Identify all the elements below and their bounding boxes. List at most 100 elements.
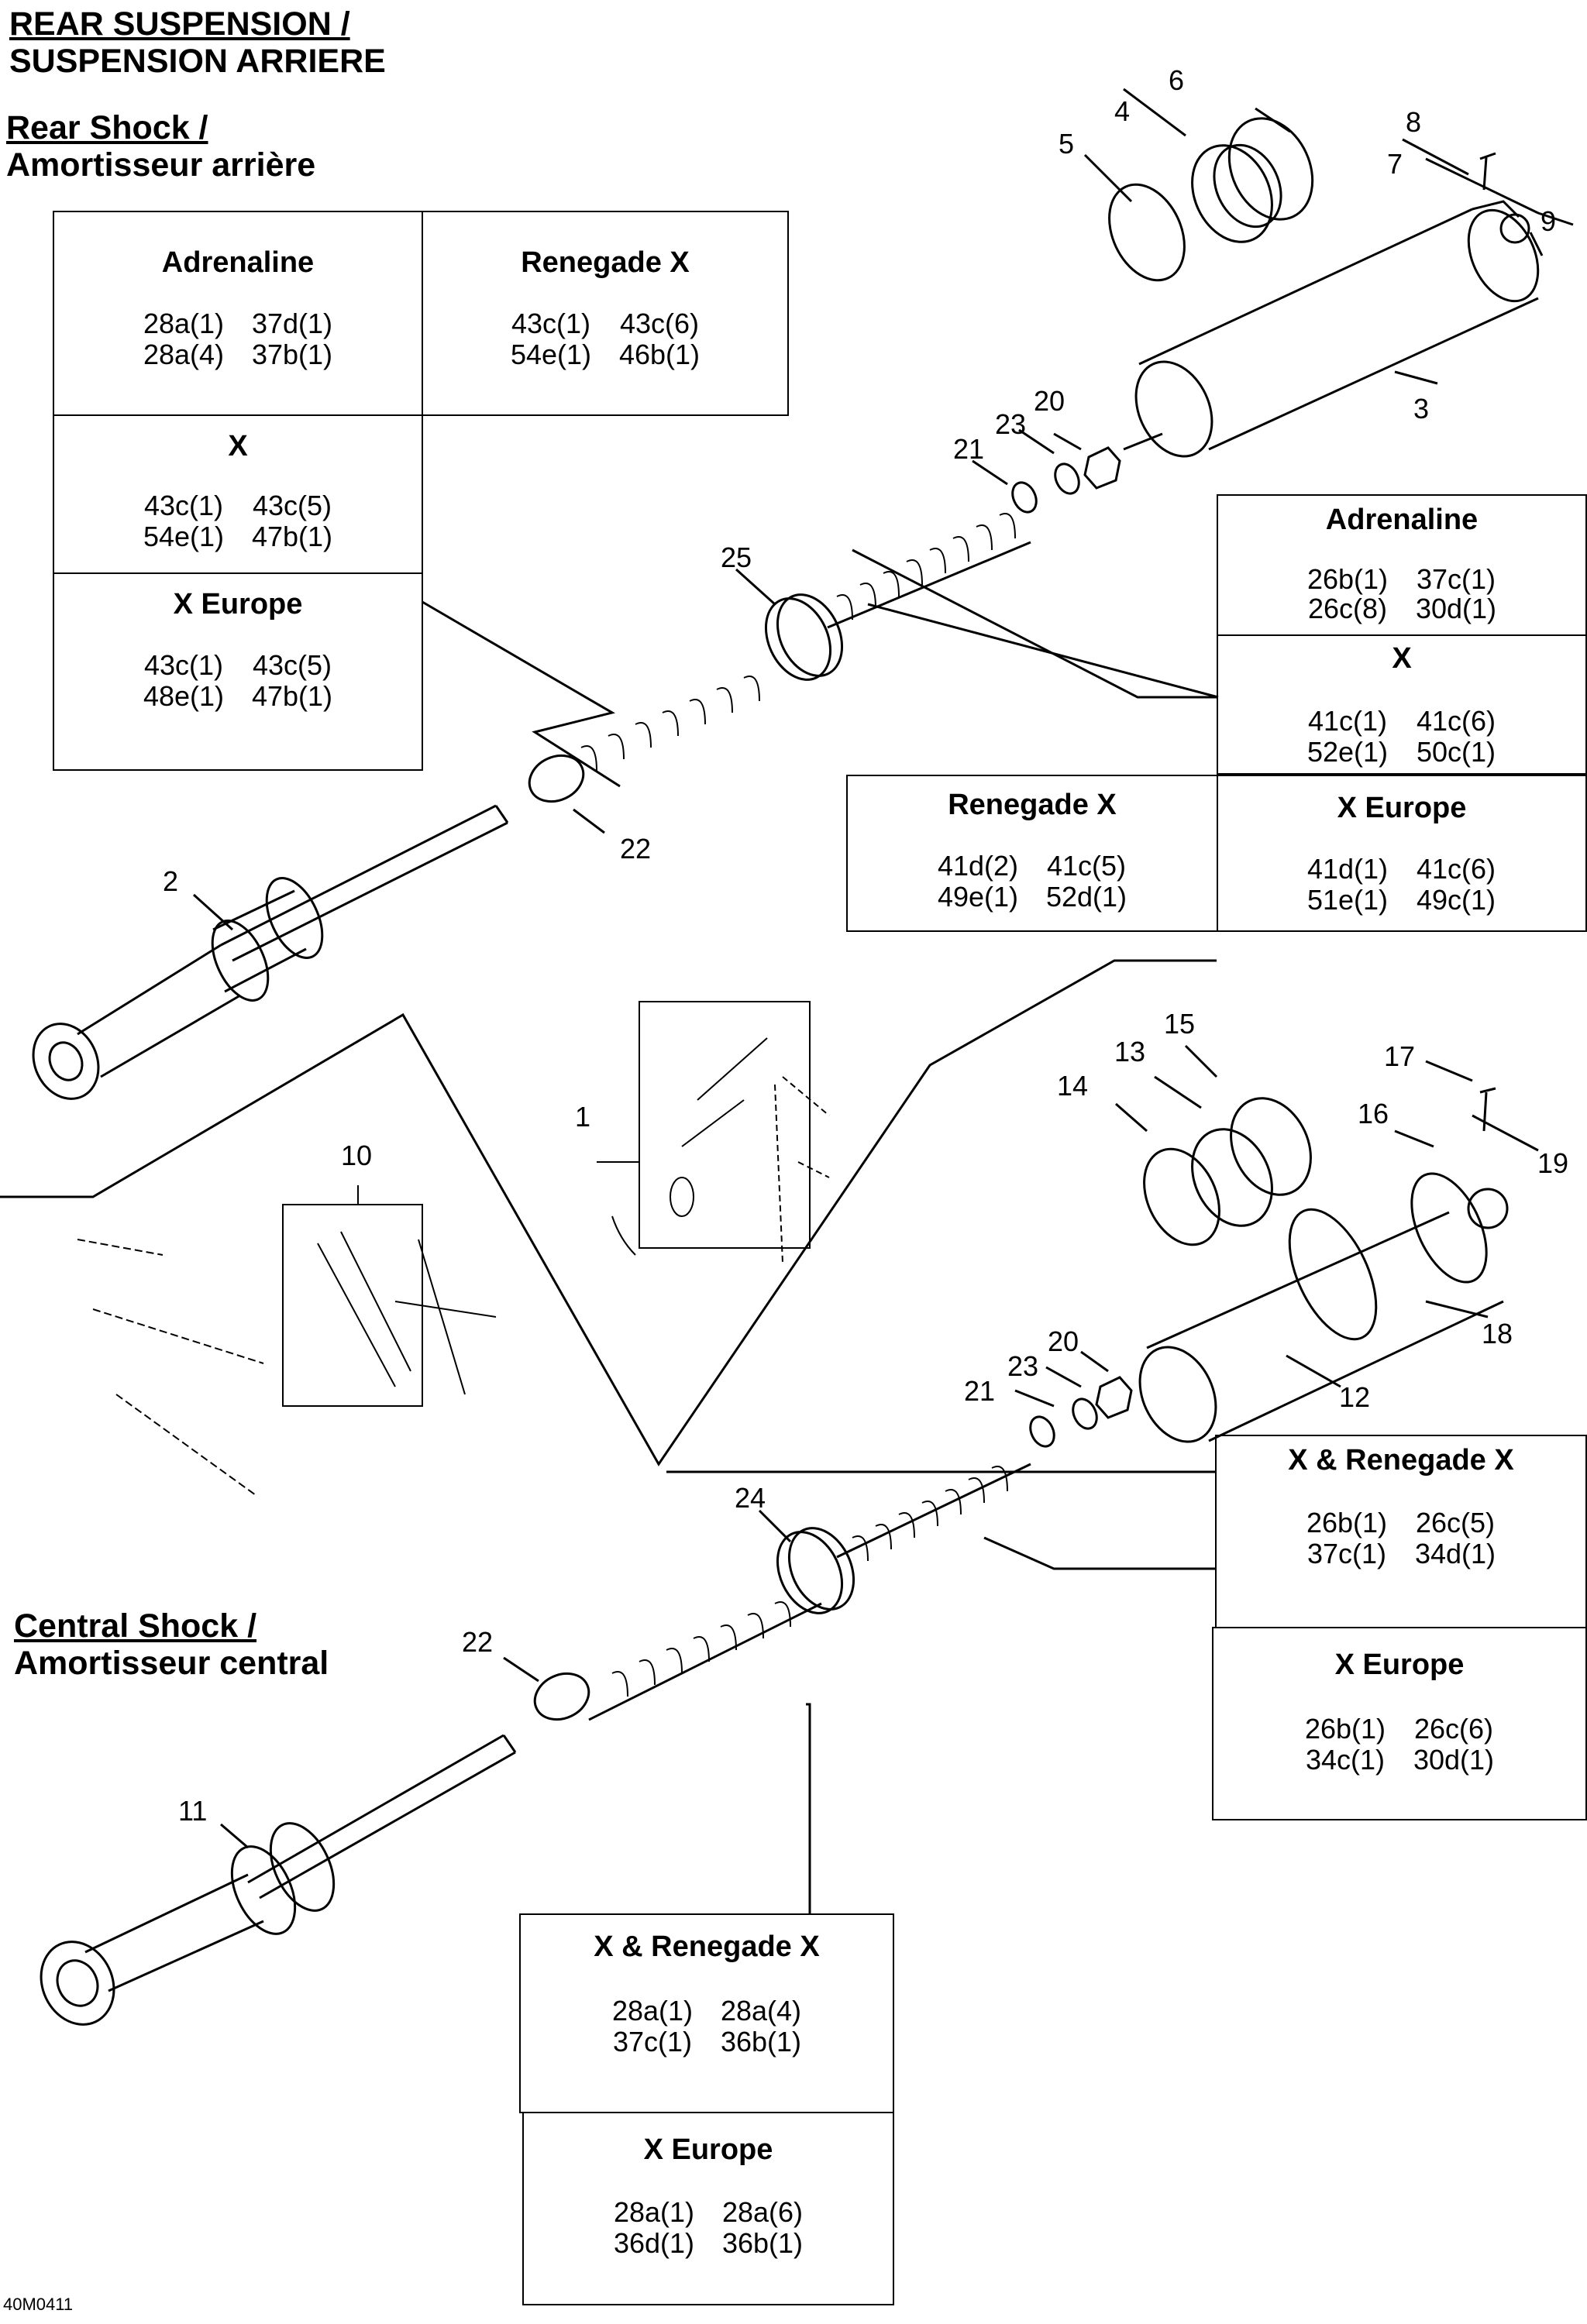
central-shock-heading-line2: Amortisseur central [14, 1645, 329, 1682]
table-rear-renegade-x-2: Renegade X 41d(2) 41c(5) 49e(1) 52d(1) [846, 775, 1218, 932]
table-title: X Europe [1334, 1648, 1465, 1681]
table-rear-adrenaline-2: Adrenaline 26b(1) 37c(1) 26c(8) 30d(1) [1217, 494, 1587, 636]
table-cell: 41d(1) [1306, 853, 1389, 885]
table-cell: 34d(1) [1414, 1538, 1496, 1569]
callout-5: 5 [1059, 128, 1075, 160]
table-rear-x-europe: X Europe 43c(1) 43c(5) 48e(1) 47b(1) [53, 572, 423, 771]
callout-7: 7 [1387, 148, 1403, 180]
table-cell: 47b(1) [251, 680, 333, 712]
table-cell: 37c(1) [1416, 563, 1496, 595]
table-cell: 37d(1) [251, 308, 333, 339]
table-cell: 51e(1) [1306, 884, 1389, 916]
table-cell: 43c(6) [619, 308, 700, 339]
table-cell: 43c(5) [252, 649, 332, 681]
table-cell: 26b(1) [1304, 1713, 1386, 1745]
table-cell: 48e(1) [143, 680, 225, 712]
callout-17: 17 [1384, 1040, 1416, 1072]
table-cell: 28a(6) [721, 2196, 804, 2228]
callout-8: 8 [1406, 106, 1422, 138]
table-cell: 46b(1) [618, 339, 701, 370]
table-cell: 52d(1) [1045, 881, 1127, 913]
table-rear-renegade-x: Renegade X 43c(1) 43c(6) 54e(1) 46b(1) [422, 211, 789, 416]
rear-shock-heading-line2: Amortisseur arrière [6, 146, 316, 184]
table-title: X [228, 430, 248, 462]
callout-21-central: 21 [964, 1375, 996, 1407]
table-cell: 49c(1) [1416, 884, 1496, 916]
table-title: Adrenaline [161, 246, 315, 279]
table-cell: 28a(4) [720, 1995, 802, 2027]
callout-1: 1 [575, 1101, 591, 1133]
table-cell: 49e(1) [937, 881, 1019, 913]
page-title-line2: SUSPENSION ARRIERE [9, 43, 386, 80]
callout-22: 22 [620, 833, 652, 865]
callout-22-central: 22 [462, 1626, 494, 1658]
table-title: X Europe [1337, 792, 1467, 824]
table-cell: 50c(1) [1416, 736, 1496, 768]
table-cell: 26c(5) [1415, 1507, 1496, 1538]
table-cell: 37c(1) [612, 2026, 693, 2058]
callout-9: 9 [1541, 205, 1557, 237]
figure-code: 40M0411 [3, 2295, 74, 2314]
table-cell: 41c(6) [1416, 705, 1496, 737]
table-cell: 26c(8) [1307, 593, 1388, 624]
table-cell: 47b(1) [251, 521, 333, 552]
table-title: X Europe [643, 2133, 773, 2166]
callout-19: 19 [1537, 1147, 1569, 1179]
callout-23-central: 23 [1007, 1350, 1039, 1382]
table-cell: 28a(1) [613, 2196, 695, 2228]
callout-10: 10 [341, 1140, 373, 1171]
callout-16: 16 [1358, 1098, 1389, 1129]
table-cell: 52e(1) [1306, 736, 1389, 768]
callout-3: 3 [1413, 393, 1430, 425]
table-cell: 43c(1) [143, 649, 224, 681]
table-rear-x-europe-2: X Europe 41d(1) 41c(6) 51e(1) 49c(1) [1217, 775, 1587, 932]
central-shock-heading-line1: Central Shock / [14, 1607, 257, 1645]
table-rear-adrenaline: Adrenaline 28a(1) 37d(1) 28a(4) 37b(1) [53, 211, 423, 416]
table-cell: 43c(5) [252, 490, 332, 521]
table-title: Renegade X [948, 789, 1117, 821]
table-cell: 43c(1) [511, 308, 591, 339]
table-cell: 37b(1) [251, 339, 333, 370]
table-cell: 26b(1) [1306, 563, 1389, 595]
table-cell: 30d(1) [1415, 593, 1497, 624]
table-title: X & Renegade X [1288, 1444, 1514, 1477]
callout-4: 4 [1114, 95, 1131, 127]
callout-12: 12 [1339, 1381, 1371, 1413]
table-central-x-renegade-x: X & Renegade X 26b(1)26c(5) 37c(1)34d(1) [1215, 1435, 1587, 1628]
callout-20-central: 20 [1048, 1325, 1079, 1357]
table-cell: 30d(1) [1413, 1744, 1495, 1776]
table-cell: 54e(1) [510, 339, 592, 370]
table-cell: 43c(1) [143, 490, 224, 521]
callout-15: 15 [1164, 1008, 1196, 1040]
rear-shock-heading-line1: Rear Shock / [6, 109, 208, 146]
table-title: X & Renegade X [594, 1930, 820, 1963]
callout-25: 25 [721, 541, 752, 573]
table-cell: 26b(1) [1306, 1507, 1388, 1538]
table-cell: 28a(1) [143, 308, 225, 339]
table-title: X Europe [173, 588, 303, 621]
table-cell: 28a(4) [143, 339, 225, 370]
table-cell: 36b(1) [721, 2227, 804, 2259]
callout-20: 20 [1034, 385, 1065, 417]
callout-23: 23 [995, 408, 1027, 440]
table-cell: 41c(1) [1307, 705, 1388, 737]
callout-24: 24 [735, 1482, 766, 1514]
table-title: Adrenaline [1325, 504, 1479, 536]
callout-11: 11 [178, 1795, 208, 1827]
table-cell: 36d(1) [613, 2227, 695, 2259]
table-title: Renegade X [521, 246, 690, 279]
callout-14: 14 [1057, 1070, 1089, 1102]
table-central-x-renegade-x-2: X & Renegade X 28a(1) 28a(4) 37c(1) 36b(1) [519, 1913, 894, 2113]
table-cell: 26c(6) [1413, 1713, 1494, 1745]
table-cell: 41c(6) [1416, 853, 1496, 885]
callout-6: 6 [1169, 64, 1185, 96]
page-title-line1: REAR SUSPENSION / [9, 5, 350, 43]
table-central-x-europe-2: X Europe 28a(1) 28a(6) 36d(1) 36b(1) [522, 2112, 894, 2305]
table-cell: 41c(5) [1046, 850, 1127, 882]
callout-21: 21 [953, 433, 985, 465]
callout-13: 13 [1114, 1036, 1146, 1067]
table-cell: 36b(1) [720, 2026, 802, 2058]
table-cell: 28a(1) [611, 1995, 694, 2027]
table-cell: 41d(2) [937, 850, 1019, 882]
